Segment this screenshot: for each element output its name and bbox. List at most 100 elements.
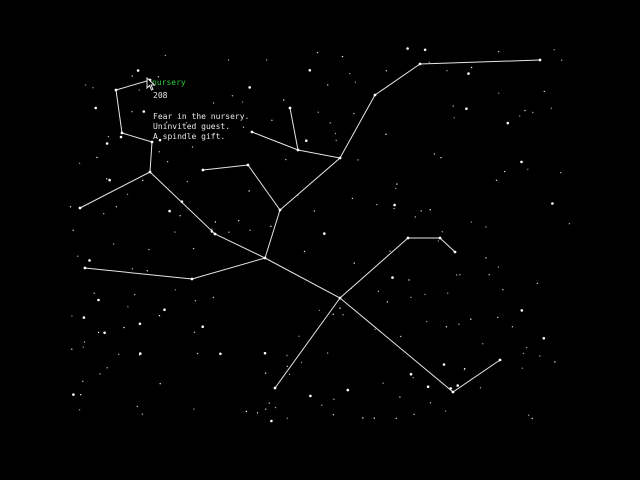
background-star [71,315,73,317]
constellation-number: 208 [153,91,168,100]
background-star [193,408,195,410]
constellation-name: nursery [152,78,186,87]
constellation-star[interactable] [120,131,124,135]
background-star [522,352,525,355]
background-star [503,170,506,173]
constellation-star[interactable] [438,236,442,240]
constellation-star[interactable] [453,250,457,254]
constellation-star[interactable] [288,106,292,110]
background-star [194,300,197,302]
background-star [103,331,106,335]
background-star [414,216,416,218]
background-star [163,308,166,312]
constellation-stars[interactable] [78,58,542,394]
background-star [341,55,344,58]
background-star [329,122,331,124]
background-star [84,84,87,86]
background-star [263,351,267,355]
background-star [511,326,514,328]
background-star [265,59,268,61]
constellation-star[interactable] [498,358,502,362]
background-star [78,409,81,411]
background-star [158,138,162,142]
background-star [97,331,100,334]
constellation-poem: Fear in the nursery. Uninvited guest. A … [153,112,249,142]
background-star [333,398,335,400]
background-star [158,315,161,317]
background-star [165,121,168,123]
background-star [309,394,312,398]
background-star [349,72,351,75]
background-star [410,296,412,298]
background-star [406,47,409,50]
constellation-star[interactable] [201,168,205,172]
background-star [305,139,308,142]
background-star [139,352,142,355]
constellation-line [289,107,299,151]
constellation-star[interactable] [250,130,254,134]
background-star [96,156,98,159]
constellation-star[interactable] [451,390,455,394]
background-star [72,393,75,396]
constellation-star[interactable] [538,58,542,62]
background-star [285,158,287,161]
background-star [551,202,554,205]
background-star [271,119,273,122]
background-star [146,270,148,272]
constellation-star[interactable] [296,148,300,152]
background-star [459,274,461,276]
constellation-star[interactable] [114,88,118,92]
background-star [539,355,541,357]
constellation-star[interactable] [190,277,194,281]
constellation-star[interactable] [273,386,277,390]
constellation-star[interactable] [83,266,87,270]
background-star [332,313,334,315]
background-star [191,146,194,148]
background-star [212,296,215,299]
background-star [245,410,248,413]
background-star [531,417,533,420]
background-star [357,159,359,161]
background-star [321,404,323,406]
background-star [134,294,136,296]
constellation-star[interactable] [418,62,422,66]
constellation-star[interactable] [213,232,217,236]
background-star [288,373,291,376]
background-star [112,243,115,245]
constellation-star[interactable] [150,140,154,144]
constellation-star[interactable] [148,170,152,174]
background-star [391,276,394,279]
constellation-star[interactable] [338,156,342,160]
mouse-cursor-icon [146,77,156,91]
constellation-star[interactable] [246,163,250,167]
background-star [554,361,556,363]
background-star [561,59,563,61]
background-star [131,268,134,270]
background-star [332,414,335,416]
background-star [560,172,562,174]
background-star [148,248,150,251]
background-star [201,325,204,329]
background-star [94,106,97,110]
background-star [123,326,125,329]
background-star [256,412,259,414]
constellation-star[interactable] [373,93,377,97]
background-star [270,225,272,227]
background-star [446,70,448,72]
constellation-star[interactable] [78,206,82,210]
background-star [141,413,144,415]
background-star [520,160,523,164]
poem-line: Uninvited guest. [153,122,231,131]
constellation-star[interactable] [338,296,342,300]
background-star [452,105,454,107]
constellation-star[interactable] [263,256,267,260]
constellation-star[interactable] [278,208,282,212]
background-star [521,367,523,369]
background-star [103,213,105,215]
background-star [527,168,529,170]
constellation-star[interactable] [406,236,410,240]
background-star [470,66,473,69]
background-star [168,209,171,213]
background-star [93,292,95,294]
